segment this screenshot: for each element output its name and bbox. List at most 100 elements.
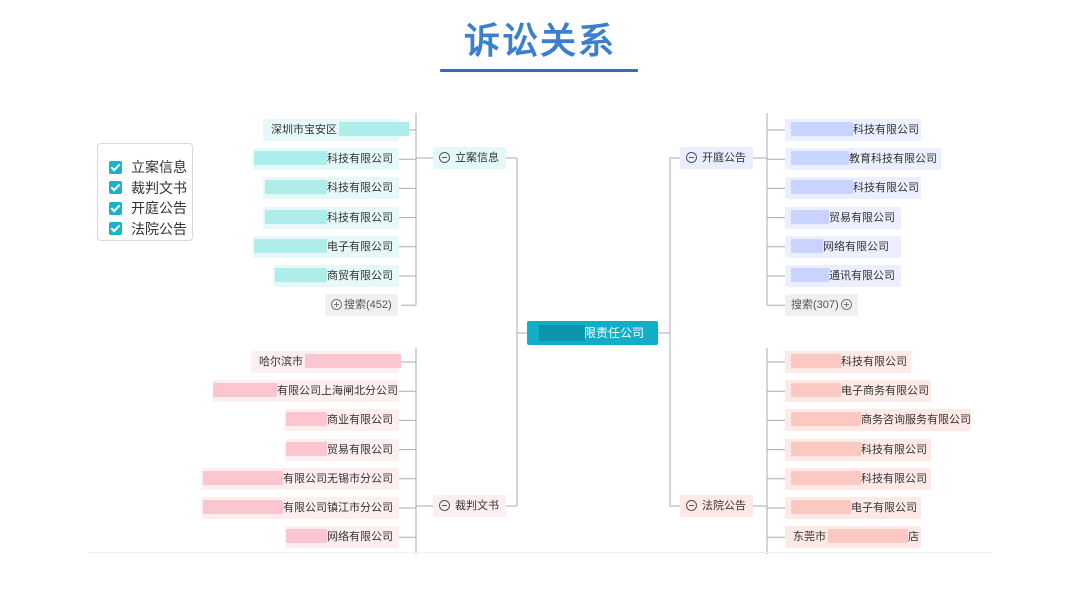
company-name: 有限公司上海闸北分公司 bbox=[277, 385, 398, 398]
related-company-node[interactable]: 电子有限公司 bbox=[785, 497, 921, 519]
category-label: 开庭公告 bbox=[702, 152, 746, 164]
load-more-search-button[interactable]: 搜索(452) bbox=[325, 294, 398, 317]
redaction-block bbox=[213, 383, 277, 398]
company-name: 科技有限公司 bbox=[327, 153, 393, 166]
company-name: 科技有限公司 bbox=[327, 211, 393, 224]
related-company-node[interactable]: 科技有限公司 bbox=[785, 177, 921, 200]
redaction-block bbox=[339, 122, 409, 137]
legend-item[interactable]: 立案信息 bbox=[109, 157, 192, 178]
redaction-block bbox=[286, 441, 327, 456]
redaction-block bbox=[791, 180, 853, 195]
redaction-block bbox=[791, 122, 853, 137]
redaction-block bbox=[254, 151, 327, 166]
related-company-node[interactable]: 科技有限公司 bbox=[785, 351, 911, 373]
redaction-block bbox=[286, 529, 327, 544]
redaction-block bbox=[791, 500, 851, 515]
bottom-divider bbox=[88, 552, 992, 553]
redaction-block bbox=[791, 441, 861, 456]
load-more-search-button[interactable]: 搜索(307) bbox=[785, 294, 858, 317]
redaction-block bbox=[791, 470, 861, 485]
legend-label: 立案信息 bbox=[131, 159, 187, 176]
checkbox-checked-icon[interactable] bbox=[109, 160, 122, 174]
company-name: 贸易有限公司 bbox=[829, 211, 895, 224]
related-company-node[interactable]: 通讯有限公司 bbox=[785, 265, 901, 287]
redaction-block bbox=[791, 238, 823, 253]
collapse-minus-icon[interactable] bbox=[439, 499, 450, 511]
title-underline bbox=[440, 69, 638, 72]
category-node-fayuan[interactable]: 法院公告 bbox=[680, 495, 753, 517]
redaction-block bbox=[828, 529, 908, 544]
legend-item[interactable]: 开庭公告 bbox=[109, 198, 192, 219]
category-label: 立案信息 bbox=[455, 152, 499, 164]
redaction-block bbox=[791, 354, 841, 369]
redaction-block bbox=[791, 209, 829, 224]
related-company-node[interactable]: 贸易有限公司 bbox=[785, 206, 901, 229]
company-name: 深圳市宝安区 bbox=[271, 124, 337, 136]
legend-item[interactable]: 法院公告 bbox=[109, 219, 192, 240]
load-more-label: 搜索(452) bbox=[344, 299, 392, 312]
company-name: 网络有限公司 bbox=[823, 240, 889, 253]
category-label: 法院公告 bbox=[702, 500, 746, 512]
company-name: 通讯有限公司 bbox=[829, 270, 895, 282]
related-company-node[interactable]: 网络有限公司 bbox=[285, 526, 399, 549]
related-company-node[interactable]: 科技有限公司 bbox=[785, 119, 921, 141]
related-company-node[interactable]: 深圳市宝安区 bbox=[263, 119, 409, 141]
collapse-minus-icon[interactable] bbox=[686, 151, 697, 163]
company-name: 商贸有限公司 bbox=[327, 270, 393, 282]
related-company-node[interactable]: 有限公司镇江市分公司 bbox=[201, 497, 399, 519]
company-name: 科技有限公司 bbox=[861, 443, 927, 456]
related-company-node[interactable]: 教育科技有限公司 bbox=[785, 148, 941, 171]
company-name: 商业有限公司 bbox=[327, 414, 393, 427]
redaction-block bbox=[791, 412, 861, 427]
company-name: 哈尔滨市 bbox=[259, 356, 303, 368]
checkbox-checked-icon[interactable] bbox=[109, 201, 122, 215]
category-label: 裁判文书 bbox=[455, 500, 499, 512]
company-name: 科技有限公司 bbox=[861, 472, 927, 485]
related-company-node[interactable]: 有限公司无锡市分公司 bbox=[201, 467, 399, 490]
category-node-kaiting[interactable]: 开庭公告 bbox=[680, 147, 753, 169]
legend-label: 法院公告 bbox=[131, 220, 187, 237]
category-node-lian[interactable]: 立案信息 bbox=[433, 147, 506, 169]
legend-label: 裁判文书 bbox=[131, 179, 187, 196]
collapse-minus-icon[interactable] bbox=[439, 151, 450, 163]
redaction-block bbox=[791, 383, 841, 398]
related-company-node[interactable]: 科技有限公司 bbox=[253, 148, 399, 171]
related-company-node[interactable]: 贸易有限公司 bbox=[285, 438, 399, 461]
page-title: 诉讼关系 bbox=[463, 21, 616, 62]
related-company-node[interactable]: 科技有限公司 bbox=[263, 206, 399, 229]
redaction-block bbox=[265, 209, 327, 224]
legend-label: 开庭公告 bbox=[131, 200, 187, 217]
related-company-node[interactable]: 网络有限公司 bbox=[785, 235, 901, 258]
redaction-block bbox=[203, 500, 283, 515]
collapse-minus-icon[interactable] bbox=[686, 499, 697, 511]
related-company-node[interactable]: 有限公司上海闸北分公司 bbox=[213, 380, 399, 403]
checkbox-checked-icon[interactable] bbox=[109, 181, 122, 195]
checkbox-checked-icon[interactable] bbox=[109, 222, 122, 236]
related-company-node[interactable]: 哈尔滨市 bbox=[251, 351, 401, 373]
related-company-node[interactable]: 商贸有限公司 bbox=[273, 265, 399, 287]
related-company-node[interactable]: 商务咨询服务有限公司 bbox=[785, 409, 971, 432]
company-name: 科技有限公司 bbox=[853, 182, 919, 195]
category-node-caipan[interactable]: 裁判文书 bbox=[433, 495, 506, 517]
center-company-label: 有限责任公司 bbox=[571, 326, 644, 340]
redaction-block bbox=[539, 325, 585, 341]
company-name: 电子商务有限公司 bbox=[841, 385, 929, 398]
company-name: 贸易有限公司 bbox=[327, 443, 393, 456]
related-company-node[interactable]: 商业有限公司 bbox=[285, 409, 399, 432]
company-name: 商务咨询服务有限公司 bbox=[861, 414, 971, 427]
redaction-block bbox=[286, 412, 327, 427]
redaction-block bbox=[265, 180, 327, 195]
related-company-node[interactable]: 电子有限公司 bbox=[253, 235, 399, 258]
company-name: 有限公司无锡市分公司 bbox=[283, 472, 393, 485]
related-company-node[interactable]: 东莞市店 bbox=[785, 526, 921, 549]
company-name: 电子有限公司 bbox=[327, 240, 393, 253]
related-company-node[interactable]: 科技有限公司 bbox=[263, 177, 399, 200]
related-company-node[interactable]: 科技有限公司 bbox=[785, 467, 931, 490]
company-name: 东莞市 bbox=[793, 531, 826, 544]
related-company-node[interactable]: 电子商务有限公司 bbox=[785, 380, 931, 403]
redaction-block bbox=[254, 238, 327, 253]
redaction-block bbox=[305, 354, 401, 369]
center-company-node[interactable]: 有限责任公司 bbox=[527, 321, 658, 345]
legend-item[interactable]: 裁判文书 bbox=[109, 178, 192, 199]
related-company-node[interactable]: 科技有限公司 bbox=[785, 438, 931, 461]
